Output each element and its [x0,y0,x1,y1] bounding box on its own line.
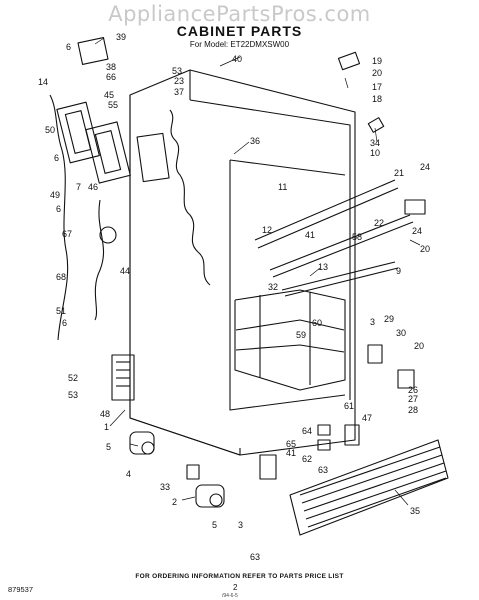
callout-66: 66 [106,72,116,82]
callout-23: 23 [174,76,184,86]
part-callouts: 39 6 38 66 45 55 53 23 37 40 14 50 6 7 4… [38,32,430,562]
callout-59: 59 [296,330,306,340]
callout-45: 45 [104,90,114,100]
callout-2: 2 [172,497,177,507]
callout-50: 50 [45,125,55,135]
callout-39: 39 [116,32,126,42]
callout-51: 51 [56,306,66,316]
model-subtitle: For Model: ET22DMXSW00 [189,40,290,49]
print-mark: /94-6-5 [222,593,238,599]
callout-12: 12 [262,225,272,235]
callout-4: 4 [126,469,131,479]
callout-68: 68 [56,272,66,282]
callout-34: 34 [370,138,380,148]
callout-49: 49 [50,190,60,200]
callout-6b: 6 [54,153,59,163]
callout-10: 10 [370,148,380,158]
callout-3b: 3 [370,317,375,327]
callout-65: 65 [286,439,296,449]
callout-17: 17 [372,82,382,92]
callout-9: 9 [396,266,401,276]
callout-6d: 6 [62,318,67,328]
callout-32: 32 [268,282,278,292]
callout-24b: 24 [412,226,422,236]
callout-27: 27 [408,394,418,404]
callout-52: 52 [68,373,78,383]
callout-64: 64 [302,426,312,436]
callout-1: 1 [104,422,109,432]
callout-35: 35 [410,506,420,516]
callout-58: 58 [352,232,362,242]
callout-26: 26 [408,385,418,395]
callout-48: 48 [100,409,110,419]
base-grille [289,439,449,536]
callout-7: 7 [76,182,81,192]
callout-62: 62 [302,454,312,464]
callout-3: 3 [238,520,243,530]
callout-40: 40 [232,54,242,64]
diagram-title: CABINET PARTS [176,23,303,39]
callout-41b: 41 [286,448,296,458]
callout-20b: 20 [372,68,382,78]
callout-36: 36 [250,136,260,146]
callout-67: 67 [62,229,72,239]
cabinet-body [129,69,356,456]
callout-11: 11 [278,182,287,192]
shelf-rail-assembly [254,179,414,297]
callout-14: 14 [38,77,48,87]
callout-18: 18 [372,94,382,104]
callout-28: 28 [408,405,418,415]
callout-5: 5 [106,442,111,452]
callout-60: 60 [312,318,322,328]
callout-21: 21 [394,168,404,178]
callout-20: 20 [420,244,430,254]
callout-38: 38 [106,62,116,72]
callout-47: 47 [362,413,372,423]
callout-63b: 63 [318,465,328,475]
watermark: AppliancePartsPros.com [108,2,371,26]
callout-19: 19 [372,56,382,66]
hinge-brackets [259,51,426,480]
roller-assemblies [129,431,225,508]
callout-24: 24 [420,162,430,172]
callout-30: 30 [396,328,406,338]
callout-6: 6 [66,42,71,52]
callout-46: 46 [88,182,98,192]
callout-61: 61 [344,401,354,411]
callout-22: 22 [374,218,384,228]
callout-33: 33 [160,482,170,492]
callout-13: 13 [318,262,328,272]
callout-6c: 6 [56,204,61,214]
callout-44: 44 [120,266,130,276]
page-number: 2 [233,583,238,592]
callout-63: 63 [250,552,260,562]
callout-29: 29 [384,314,394,324]
callout-55: 55 [108,100,118,110]
callout-53: 53 [172,66,182,76]
callout-53b: 53 [68,390,78,400]
callout-37: 37 [174,87,184,97]
callout-20c: 20 [414,341,424,351]
control-box-parts [49,36,170,401]
document-code: 879537 [8,585,34,594]
ordering-note: FOR ORDERING INFORMATION REFER TO PARTS … [135,573,344,580]
callout-41: 41 [305,230,315,240]
callout-5b: 5 [212,520,217,530]
